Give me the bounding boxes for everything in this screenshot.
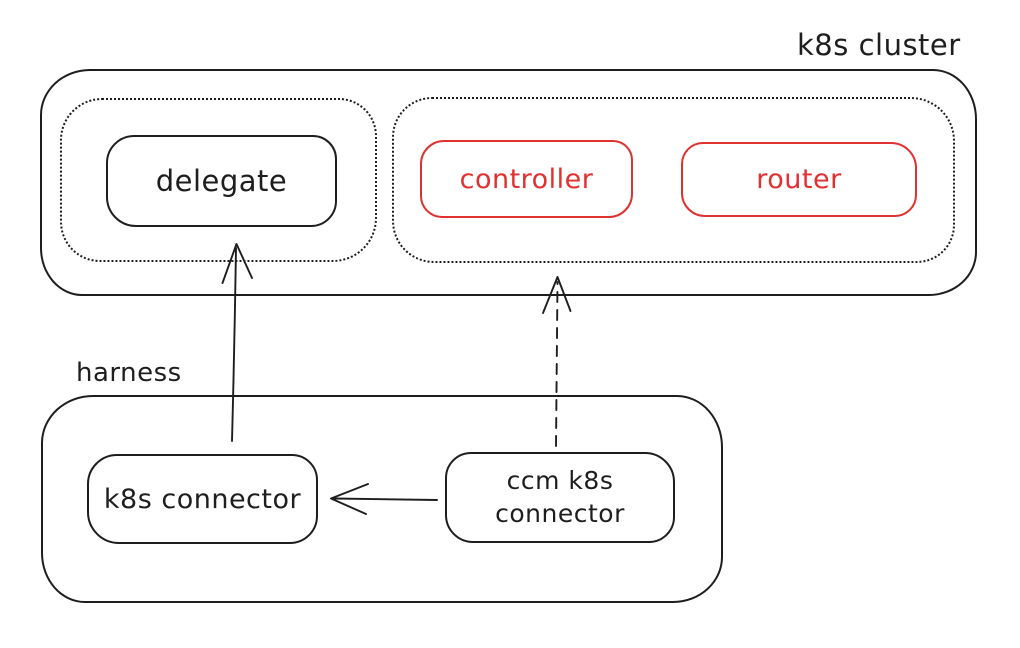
delegate-node[interactable]: delegate xyxy=(106,135,337,227)
k8s-cluster-box[interactable] xyxy=(40,69,977,296)
router-label: router xyxy=(756,164,842,195)
delegate-label: delegate xyxy=(155,164,288,198)
delegate-group-box[interactable] xyxy=(60,98,377,262)
k8s-connector-node[interactable]: k8s connector xyxy=(87,454,318,544)
controller-label: controller xyxy=(459,163,594,195)
harness-box[interactable] xyxy=(41,395,723,603)
ccm-k8s-connector-node[interactable]: ccm k8s connector xyxy=(445,452,675,543)
controller-router-group-box[interactable] xyxy=(392,97,955,263)
cluster-label: k8s cluster xyxy=(797,28,961,62)
router-node[interactable]: router xyxy=(681,142,917,217)
controller-node[interactable]: controller xyxy=(420,140,633,218)
ccm-k8s-connector-label: ccm k8s connector xyxy=(495,466,625,528)
harness-label: harness xyxy=(76,358,182,388)
k8s-connector-label: k8s connector xyxy=(103,483,302,515)
